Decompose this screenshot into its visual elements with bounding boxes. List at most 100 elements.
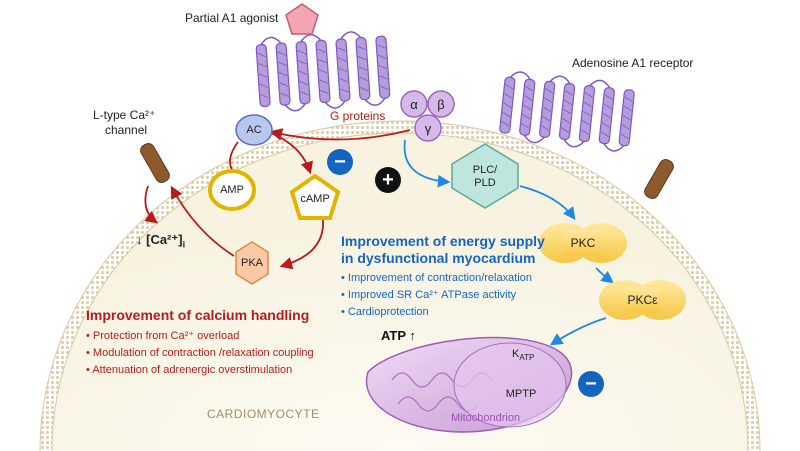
receptor-loop xyxy=(523,134,545,144)
a1-receptor-right xyxy=(499,71,635,152)
receptor-helix-stripe xyxy=(297,50,306,55)
l-type-ca-channel-left xyxy=(140,143,170,183)
receptor-helix-stripe xyxy=(258,63,267,68)
receptor-helix-stripe xyxy=(378,65,388,70)
calcium-bullet-text: Protection from Ca²⁺ overload xyxy=(92,330,240,342)
receptor-helix-stripe xyxy=(580,129,589,135)
minus-circle-2 xyxy=(578,371,604,397)
receptor-helix-stripe xyxy=(259,83,269,88)
calcium-box-title: Improvement of calcium handling xyxy=(86,307,310,323)
gamma-subunit: γ xyxy=(424,120,432,136)
energy-bullet-text: Improved SR Ca²⁺ ATPase activity xyxy=(347,289,517,301)
receptor-helix-stripe xyxy=(358,66,368,71)
amp-node: AMP xyxy=(220,184,244,196)
receptor-helix-stripe xyxy=(320,89,329,95)
energy-box-title-line2: in dysfunctional myocardium xyxy=(341,250,536,266)
calcium-sub: i xyxy=(182,239,186,250)
receptor-helix-stripe xyxy=(564,99,572,105)
energy-box-title-line1: Improvement of energy supply xyxy=(341,233,545,249)
a1-receptor-left xyxy=(255,31,391,112)
receptor-helix-stripe xyxy=(521,123,530,129)
receptor-helix-stripe xyxy=(505,83,514,90)
receptor-helix-stripe xyxy=(377,44,386,49)
channel-label-line1: L-type Ca²⁺ xyxy=(93,108,156,122)
receptor-helix-stripe xyxy=(621,124,630,130)
energy-bullet: • Cardioprotection xyxy=(341,306,429,318)
camp-node: cAMP xyxy=(300,193,330,205)
receptor-helix-stripe xyxy=(278,61,287,66)
receptor-helix-stripe xyxy=(541,125,550,131)
receptor-helix-stripe xyxy=(600,131,609,137)
receptor-helix-stripe xyxy=(582,110,591,117)
receptor-helix-stripe xyxy=(522,113,531,120)
calcium-text: ↓ [Ca²⁺] xyxy=(136,232,183,247)
katp-k: K xyxy=(512,348,520,360)
cardiomyocyte-label: CARDIOMYOCYTE xyxy=(207,407,320,421)
receptor-helix-stripe xyxy=(359,76,368,81)
receptor-helix-stripe xyxy=(280,92,289,97)
receptor-helix-stripe xyxy=(339,78,348,83)
receptor-loop xyxy=(589,79,611,89)
receptor-loop xyxy=(340,31,362,40)
pka-hexagon xyxy=(235,241,269,285)
g-protein-complex xyxy=(400,90,455,142)
calcium-bullet: • Modulation of contraction /relaxation … xyxy=(86,347,314,359)
plus-sign: + xyxy=(382,168,394,191)
calcium-box: Improvement of calcium handling • Protec… xyxy=(86,307,314,379)
camp-pentagon xyxy=(289,173,341,220)
mitochondrion-shape xyxy=(365,336,573,433)
plc-label: PLC/ xyxy=(472,164,498,176)
receptor-helix-stripe xyxy=(604,94,613,100)
receptor-helix-stripe xyxy=(543,106,552,113)
receptor-helix-stripe xyxy=(501,121,510,127)
minus-circle-1 xyxy=(327,149,353,175)
receptor-loop xyxy=(260,36,282,46)
minus-sign-2: − xyxy=(585,372,597,395)
receptor-helix-stripe xyxy=(544,97,553,103)
receptor-helix-stripe xyxy=(257,52,266,58)
beta-subunit: β xyxy=(437,96,445,112)
receptor-helix-stripe xyxy=(298,60,307,65)
receptor-helix-stripe xyxy=(581,120,590,126)
receptor-helix-stripe xyxy=(279,82,289,87)
receptor-helix-stripe xyxy=(337,57,347,62)
channel-label-line2: channel xyxy=(105,123,148,137)
receptor-helix-stripe xyxy=(318,69,328,74)
receptor-helix-stripe xyxy=(562,118,571,124)
receptor-helix-stripe xyxy=(563,108,572,115)
receptor-helix-stripe xyxy=(338,67,348,73)
energy-bullet: • Improvement of contraction/relaxation xyxy=(341,272,532,284)
pkc-shape xyxy=(539,223,627,263)
receptor-helix-stripe xyxy=(603,103,612,110)
receptor-helix-stripe xyxy=(260,94,269,99)
receptor-helix-stripe xyxy=(504,93,513,99)
receptor-helix-stripe xyxy=(377,54,387,59)
plc-pld-shape xyxy=(451,143,519,209)
receptor-helix-stripe xyxy=(525,85,534,92)
energy-bullet-text: Cardioprotection xyxy=(347,306,429,318)
receptor-loop xyxy=(509,71,531,80)
pld-label: PLD xyxy=(474,177,496,189)
receptor-helix-stripe xyxy=(602,112,611,119)
receptor-helix-stripe xyxy=(380,85,389,90)
ac-node-shape xyxy=(235,114,273,146)
pka-node: PKA xyxy=(240,257,263,269)
receptor-helix-stripe xyxy=(298,70,308,75)
receptor-helix-stripe xyxy=(317,48,326,53)
receptor-helix-stripe xyxy=(318,58,327,64)
energy-bullet: • Improved SR Ca²⁺ ATPase activity xyxy=(341,289,517,301)
energy-box: Improvement of energy supply in dysfunct… xyxy=(341,233,545,321)
calcium-bullet-text: Attenuation of adrenergic overstimulatio… xyxy=(92,364,293,376)
receptor-helix-stripe xyxy=(564,90,573,96)
ac-node: AC xyxy=(246,124,262,136)
receptor-loop xyxy=(603,143,625,152)
katp-label: KATP xyxy=(512,348,534,362)
calcium-bullet: • Attenuation of adrenergic overstimulat… xyxy=(86,364,293,376)
receptor-helix-stripe xyxy=(340,88,349,93)
agonist-label: Partial A1 agonist xyxy=(185,11,279,25)
alpha-subunit: α xyxy=(410,96,418,112)
receptor-helix-stripe xyxy=(523,104,532,111)
receptor-helix-stripe xyxy=(379,75,388,80)
calcium-bullet: • Protection from Ca²⁺ overload xyxy=(86,330,240,342)
